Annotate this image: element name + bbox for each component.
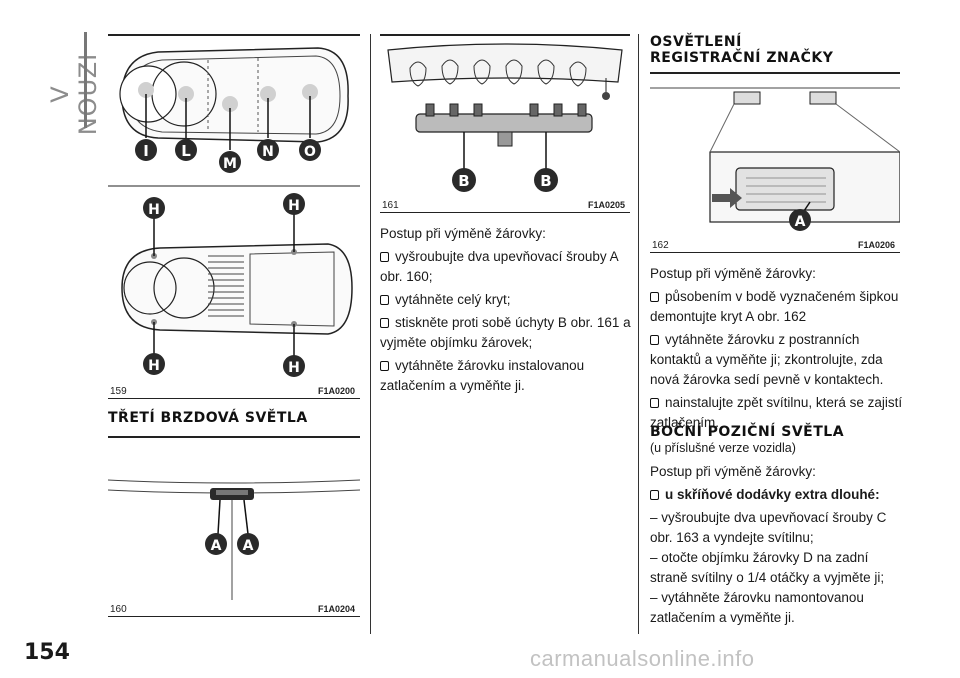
van-step-3: – vytáhněte žárovku namontovanou zatlače… — [650, 590, 864, 625]
label-h-1: H — [148, 202, 160, 218]
van-step-1: – vyšroubujte dva upevňovací šrouby C ob… — [650, 510, 887, 545]
figure-160-number: 160 — [110, 604, 127, 615]
label-i: I — [143, 142, 149, 160]
heading-license-plate-light: OSVĚTLENÍ REGISTRAČNÍ ZNAČKY — [650, 34, 834, 66]
heading-third-brake-lights: TŘETÍ BRZDOVÁ SVĚTLA — [108, 410, 308, 426]
watermark: carmanualsonline.info — [530, 646, 755, 671]
label-a-3: A — [795, 214, 806, 230]
procedure-step-4: vytáhněte žárovku instalovanou zatlačení… — [380, 358, 585, 393]
figure-160-code: F1A0204 — [318, 604, 356, 614]
figure-159-bottom-rule — [108, 398, 360, 399]
van-step-2: – otočte objímku žárovky D na zadní stra… — [650, 550, 885, 585]
label-b-2: B — [540, 172, 551, 190]
plate-step-1: působením v bodě vyznačeném šipkou demon… — [650, 289, 899, 324]
checkbox-bullet-icon — [380, 318, 389, 328]
figure-160-top-rule — [108, 436, 360, 438]
checkbox-bullet-icon — [380, 361, 389, 371]
figure-161-code: F1A0205 — [588, 200, 626, 210]
label-o: O — [304, 144, 316, 160]
figure-159-code: F1A0200 — [318, 386, 356, 396]
checkbox-bullet-icon — [650, 335, 659, 345]
side-marker-intro: Postup při výměně žárovky: — [650, 464, 816, 479]
license-plate-light-illustration: A — [650, 87, 900, 231]
label-h-3: H — [148, 358, 160, 374]
checkbox-bullet-icon — [650, 292, 659, 302]
license-plate-procedure: Postup při výměně žárovky: působením v b… — [650, 264, 906, 436]
procedure-intro: Postup při výměně žárovky: — [380, 226, 546, 241]
label-h-4: H — [288, 360, 300, 376]
procedure-step-3: stiskněte proti sobě úchyty B obr. 161 a… — [380, 315, 631, 350]
van-subsection: u skříňové dodávky extra dlouhé: — [650, 485, 906, 505]
rear-lamp-upper-illustration: I L M N O — [119, 47, 349, 173]
figure-160: A A — [108, 440, 360, 600]
third-brake-procedure: Postup při výměně žárovky: vyšroubujte d… — [380, 224, 632, 399]
figure-161: B B — [380, 38, 630, 200]
side-marker-note: (u příslušné verze vozidla) — [650, 441, 796, 455]
checkbox-bullet-icon — [380, 252, 389, 262]
procedure-step-2: vytáhněte celý kryt; — [380, 290, 632, 310]
third-brake-light-illustration: A A — [108, 479, 360, 600]
checkbox-bullet-icon — [380, 295, 389, 305]
figure-159-top-rule — [108, 34, 360, 36]
plate-procedure-intro: Postup při výměně žárovky: — [650, 266, 816, 281]
figure-162-code: F1A0206 — [858, 240, 896, 250]
label-b-1: B — [458, 172, 469, 190]
rear-lamp-lower-illustration: H H H H — [121, 193, 353, 377]
page-number: 154 — [24, 640, 70, 665]
label-n: N — [262, 144, 274, 160]
label-m: M — [223, 156, 237, 172]
label-h-2: H — [288, 198, 300, 214]
column-divider-1 — [370, 34, 371, 634]
plate-step-2: vytáhněte žárovku z postranních kontaktů… — [650, 332, 884, 387]
figure-162: A — [650, 76, 900, 238]
figure-161-top-rule — [380, 34, 630, 36]
procedure-step-1: vyšroubujte dva upevňovací šrouby A obr.… — [380, 249, 618, 284]
figure-159-number: 159 — [110, 386, 127, 397]
section-tab-label: V NOUZI — [46, 52, 102, 136]
label-a-1: A — [211, 538, 222, 554]
heading-side-marker-lights: BOČNÍ POZIČNÍ SVĚTLA — [650, 424, 845, 440]
label-a-2: A — [243, 538, 254, 554]
column-divider-2 — [638, 34, 639, 634]
checkbox-bullet-icon — [650, 398, 659, 408]
figure-159: I L M N O — [108, 38, 360, 384]
figure-160-bottom-rule — [108, 616, 360, 617]
label-l: L — [181, 142, 191, 160]
checkbox-bullet-icon — [650, 490, 659, 500]
figure-161-bottom-rule — [380, 212, 630, 213]
figure-162-number: 162 — [652, 240, 669, 251]
brake-light-bulb-holder-illustration: B B — [387, 43, 623, 192]
figure-161-number: 161 — [382, 200, 399, 211]
side-marker-procedure: (u příslušné verze vozidla) Postup při v… — [650, 438, 906, 628]
section-tab: V NOUZI — [46, 32, 102, 135]
plate-step-3: nainstalujte zpět svítilnu, která se zaj… — [650, 395, 903, 430]
figure-162-top-rule — [650, 72, 900, 74]
section-tab-bar — [84, 32, 87, 128]
figure-162-bottom-rule — [650, 252, 900, 253]
